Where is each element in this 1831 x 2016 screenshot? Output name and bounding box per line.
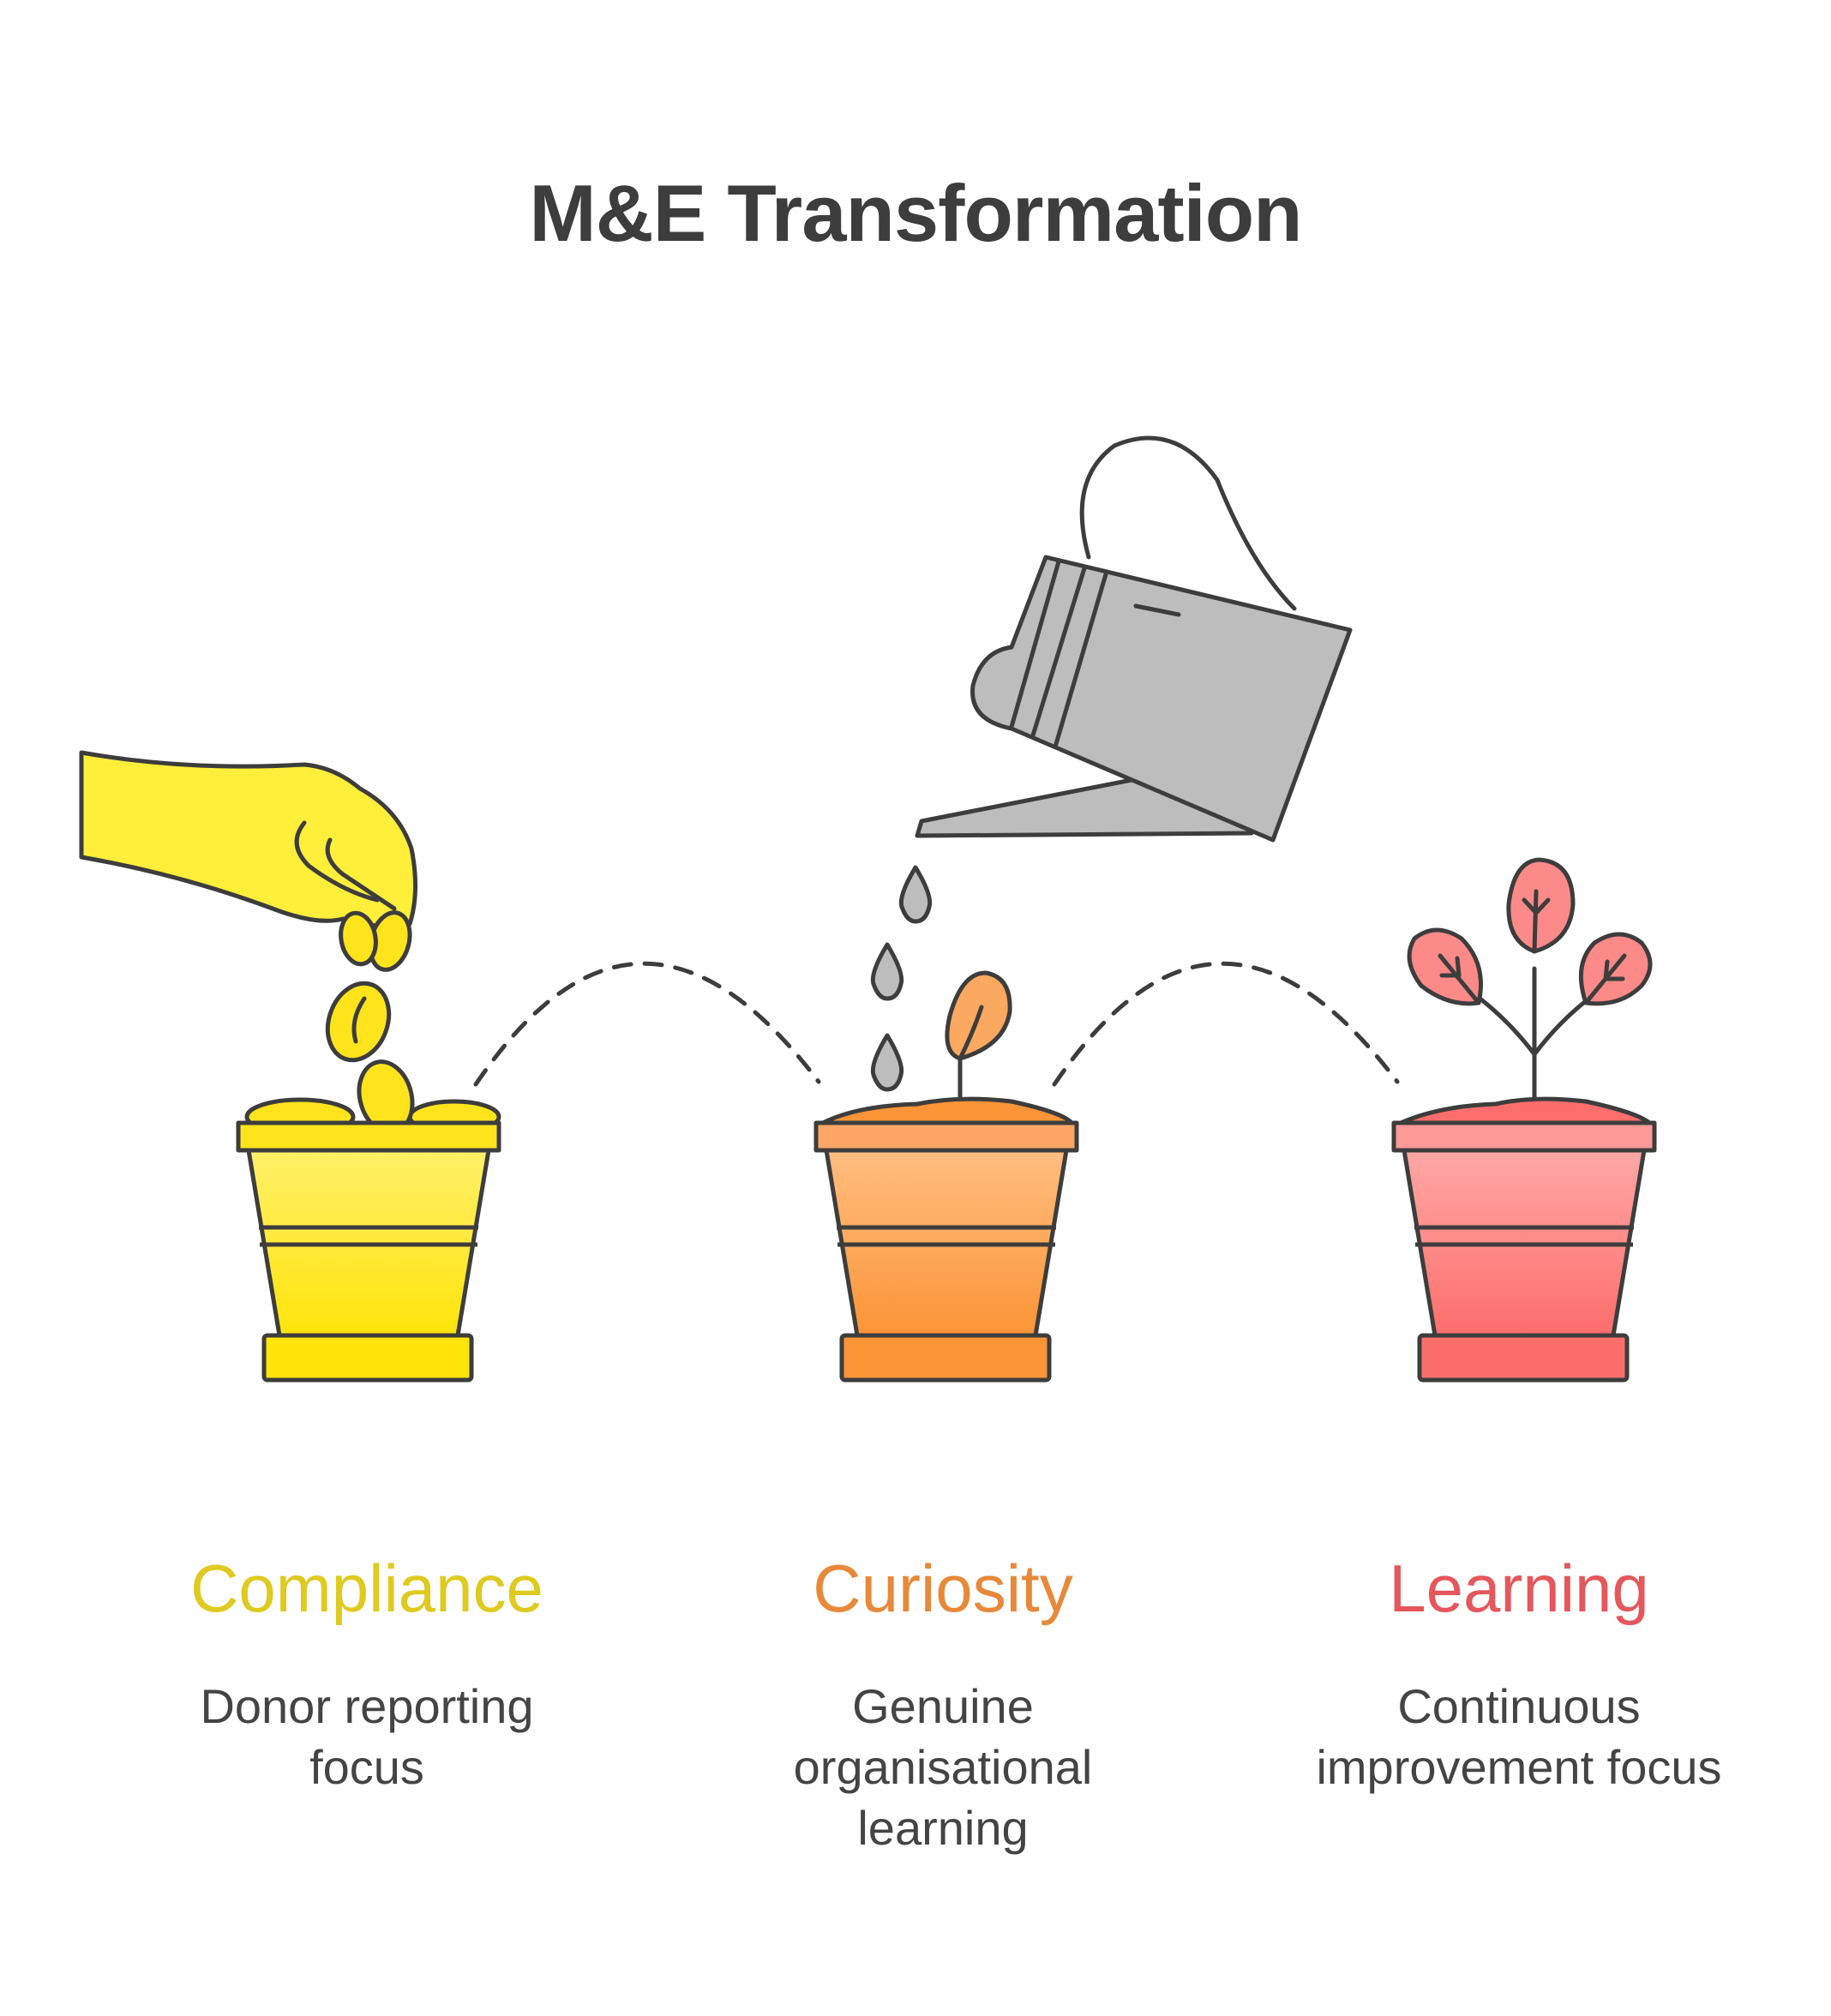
stage-description-curiosity: Genuine organisational learning (669, 1676, 1217, 1858)
stage-label-compliance: Compliance (190, 1551, 543, 1626)
hand-dropping-seeds-icon (79, 750, 417, 1063)
dashed-connector-2 (1052, 961, 1400, 1087)
sprout-icon (945, 970, 1012, 1108)
description-line: improvement focus (1316, 1740, 1722, 1794)
pot-red (1391, 1096, 1657, 1383)
water-drops (870, 865, 933, 1092)
pot-orange (813, 1096, 1079, 1383)
stage-description-learning: Continuous improvement focus (1245, 1676, 1793, 1797)
description-line: Donor reporting (200, 1679, 534, 1733)
page-title: M&E Transformation (529, 168, 1302, 258)
stage-label-curiosity: Curiosity (813, 1551, 1073, 1626)
pot-yellow (236, 1059, 501, 1383)
description-line: learning (857, 1801, 1029, 1855)
grown-plant-icon (1407, 857, 1653, 1104)
description-line: focus (309, 1740, 424, 1794)
stage-label-learning: Learning (1389, 1551, 1649, 1626)
description-line: Continuous (1397, 1679, 1641, 1733)
watering-can-icon (915, 435, 1353, 843)
stage-description-compliance: Donor reporting focus (93, 1676, 641, 1797)
description-line: Genuine (852, 1679, 1034, 1733)
dashed-connector-1 (473, 961, 821, 1087)
description-line: organisational (793, 1740, 1093, 1794)
